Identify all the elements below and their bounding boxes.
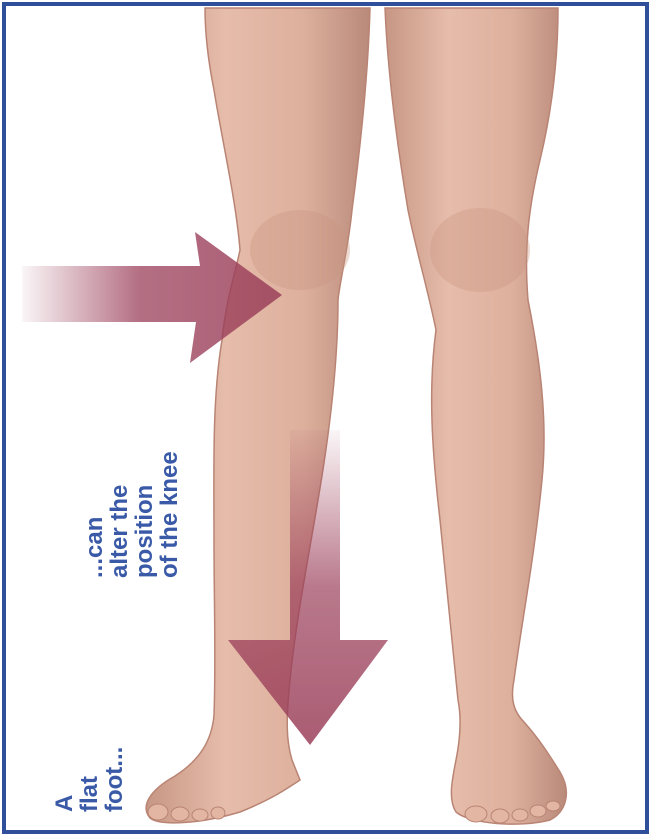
- knee-caption-line-3: position: [132, 451, 157, 578]
- foot-caption: A flat foot...: [52, 747, 127, 812]
- knee-caption-line-1: ...can: [82, 451, 107, 578]
- knee-caption-line-4: of the knee: [157, 451, 182, 578]
- foot-caption-line-1: A: [52, 747, 77, 812]
- figure-frame: [2, 2, 649, 834]
- knee-caption: ...can alter the position of the knee: [82, 451, 182, 578]
- foot-caption-line-3: foot...: [102, 747, 127, 812]
- foot-caption-line-2: flat: [77, 747, 102, 812]
- knee-caption-line-2: alter the: [107, 451, 132, 578]
